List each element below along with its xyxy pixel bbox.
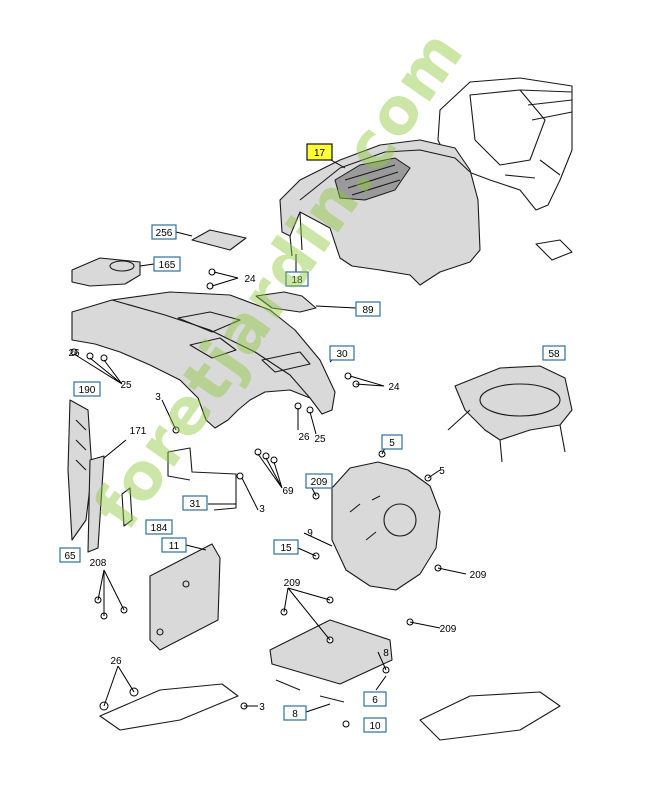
right-bracket-part [535, 239, 573, 261]
label-3-mid: 3 [259, 504, 265, 515]
callout-15[interactable]: 15 [273, 539, 299, 555]
callout-5[interactable]: 5 [381, 434, 403, 450]
svg-text:184: 184 [151, 523, 168, 534]
bracket-part [167, 447, 237, 511]
access-panel-part [191, 229, 247, 251]
label-209-center: 209 [284, 578, 301, 589]
label-26-left: 26 [68, 348, 80, 359]
cup-holder-part [71, 257, 141, 287]
callout-17[interactable]: 17 [306, 143, 333, 161]
callout-209-upper[interactable]: 209 [305, 473, 333, 489]
svg-text:165: 165 [159, 260, 176, 271]
callout-30[interactable]: 30 [329, 345, 355, 361]
label-9: 9 [307, 528, 313, 539]
label-25-mid: 25 [314, 434, 326, 445]
callout-190[interactable]: 190 [73, 381, 101, 397]
leader-lines [73, 159, 467, 713]
label-3-lower: 3 [259, 702, 265, 713]
callout-11[interactable]: 11 [161, 537, 187, 553]
callout-10[interactable]: 10 [363, 717, 387, 733]
callout-65[interactable]: 65 [59, 547, 81, 563]
svg-text:15: 15 [280, 543, 292, 554]
svg-text:89: 89 [362, 305, 374, 316]
bowl-part [447, 365, 573, 463]
callout-8[interactable]: 8 [283, 705, 307, 721]
mount-plate-part [149, 543, 221, 651]
label-24-right: 24 [388, 382, 400, 393]
lower-frame-part [99, 683, 561, 741]
callout-184[interactable]: 184 [145, 519, 173, 535]
callout-165[interactable]: 165 [153, 256, 181, 272]
shroud-part [331, 461, 441, 591]
label-26-lower: 26 [110, 656, 122, 667]
seat-pan-part [255, 291, 317, 313]
svg-text:256: 256 [156, 228, 173, 239]
label-8-right: 8 [383, 648, 389, 659]
callout-6[interactable]: 6 [363, 691, 387, 707]
svg-text:31: 31 [189, 499, 201, 510]
svg-text:58: 58 [548, 349, 560, 360]
fender-deck-part [71, 291, 336, 429]
label-3-upper: 3 [155, 392, 161, 403]
label-26-mid: 26 [298, 432, 310, 443]
svg-text:30: 30 [336, 349, 348, 360]
label-209-lower: 209 [440, 624, 457, 635]
svg-text:6: 6 [372, 695, 378, 706]
hood-shell-part [279, 139, 481, 286]
svg-text:10: 10 [369, 721, 381, 732]
label-208: 208 [90, 558, 107, 569]
callout-89[interactable]: 89 [355, 301, 381, 317]
svg-text:8: 8 [292, 709, 298, 720]
callout-18[interactable]: 18 [285, 271, 309, 287]
label-171: 171 [130, 426, 147, 437]
callout-31[interactable]: 31 [182, 495, 208, 511]
callout-58[interactable]: 58 [542, 345, 566, 361]
side-panel-part [67, 399, 93, 541]
svg-text:5: 5 [389, 438, 395, 449]
lower-plate-part [269, 619, 393, 703]
svg-text:17: 17 [314, 148, 326, 159]
label-24-upper: 24 [244, 274, 256, 285]
label-69: 69 [282, 486, 294, 497]
svg-text:11: 11 [169, 541, 180, 552]
rail-part [87, 455, 133, 553]
svg-text:65: 65 [64, 551, 76, 562]
svg-text:18: 18 [291, 275, 303, 286]
label-209-right: 209 [470, 570, 487, 581]
svg-text:209: 209 [311, 477, 328, 488]
svg-text:190: 190 [79, 385, 96, 396]
label-25-left: 25 [120, 380, 132, 391]
label-5-right: 5 [439, 466, 445, 477]
callout-256[interactable]: 256 [151, 224, 177, 240]
